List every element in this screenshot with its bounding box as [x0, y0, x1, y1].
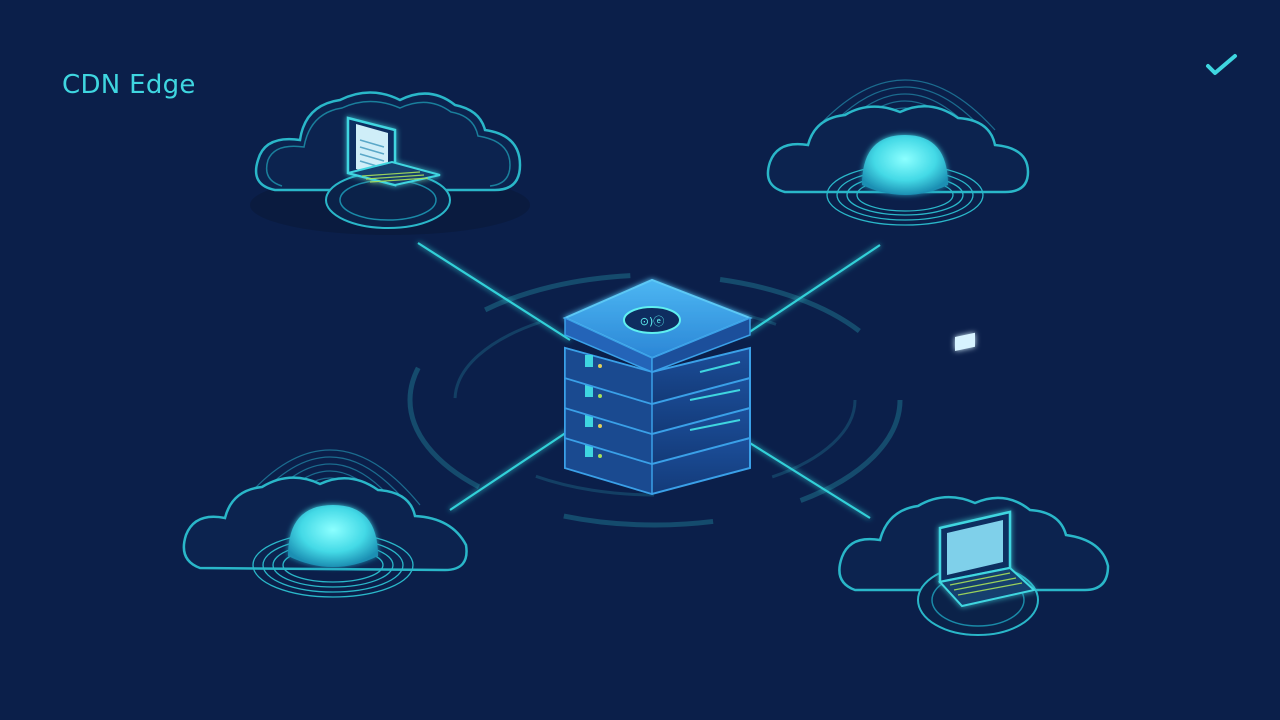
- orbit-rings: [407, 272, 903, 528]
- cloud-node-bottom-right: [838, 332, 1110, 636]
- laptop-document-icon: [346, 116, 441, 187]
- svg-text:⊙)ⓔ: ⊙)ⓔ: [640, 315, 665, 328]
- connection-bottom-right: [744, 439, 871, 519]
- cloud-node-top-left: [250, 91, 530, 235]
- laptop-screen-icon: [938, 332, 1037, 608]
- cloud-node-top-right: [766, 79, 1030, 226]
- page-title: CDN Edge: [62, 70, 196, 100]
- server-unit: [564, 346, 751, 406]
- server-stack-icon: ⊙)ⓔ: [562, 278, 753, 496]
- connection-lines: [417, 242, 881, 519]
- connection-top-left: [417, 242, 571, 341]
- dome-icon: [862, 135, 948, 195]
- connection-top-right: [744, 244, 881, 336]
- connection-bottom-left: [449, 429, 571, 511]
- dome-icon: [288, 505, 378, 567]
- check-icon: [1206, 54, 1237, 75]
- cloud-node-bottom-left: [182, 449, 468, 598]
